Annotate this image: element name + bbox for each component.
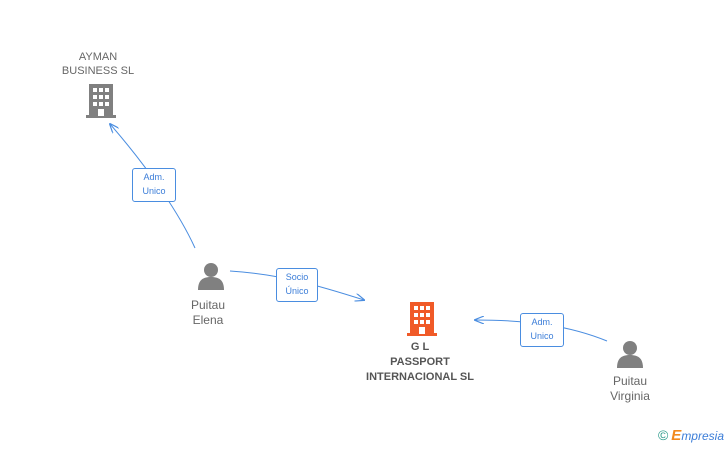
empresia-logo-text: mpresia — [681, 429, 724, 443]
relation-label-line: Único — [285, 286, 309, 296]
company-label-ayman[interactable]: AYMAN BUSINESS SL — [48, 50, 148, 78]
company-name-line: PASSPORT — [390, 356, 450, 368]
company-label-gl[interactable]: G L PASSPORT INTERNACIONAL SL — [350, 340, 490, 385]
building-icon-main[interactable] — [407, 302, 437, 336]
relation-label-line: Unico — [142, 186, 166, 196]
relation-badge-socio-unico[interactable]: Socio Único — [276, 268, 318, 302]
relation-badge-adm-unico[interactable]: Adm. Unico — [520, 313, 564, 347]
person-icon[interactable] — [198, 263, 224, 290]
person-name-line: Virginia — [610, 389, 650, 403]
company-name-line: INTERNACIONAL SL — [366, 371, 474, 383]
person-icon[interactable] — [617, 341, 643, 368]
building-icon[interactable] — [86, 84, 116, 118]
company-name-line: AYMAN — [78, 51, 118, 63]
relation-label-line: Adm. — [143, 172, 165, 182]
relation-badge-adm-unico[interactable]: Adm. Unico — [132, 168, 176, 202]
person-name-line: Puitau — [190, 298, 226, 312]
relation-label-line: Unico — [530, 331, 554, 341]
copyright-icon: © — [657, 427, 669, 443]
person-label-elena[interactable]: Puitau Elena — [168, 298, 248, 328]
empresia-watermark: ©Empresia — [658, 427, 724, 444]
person-label-virginia[interactable]: Puitau Virginia — [588, 374, 672, 404]
person-name-line: Puitau — [612, 374, 648, 388]
relation-label-line: Adm. — [531, 317, 553, 327]
company-name-line: BUSINESS SL — [61, 65, 135, 77]
person-name-line: Elena — [192, 313, 224, 327]
company-name-line: G L — [410, 341, 430, 353]
relation-label-line: Socio — [285, 272, 309, 282]
empresia-logo-initial: E — [671, 427, 682, 444]
